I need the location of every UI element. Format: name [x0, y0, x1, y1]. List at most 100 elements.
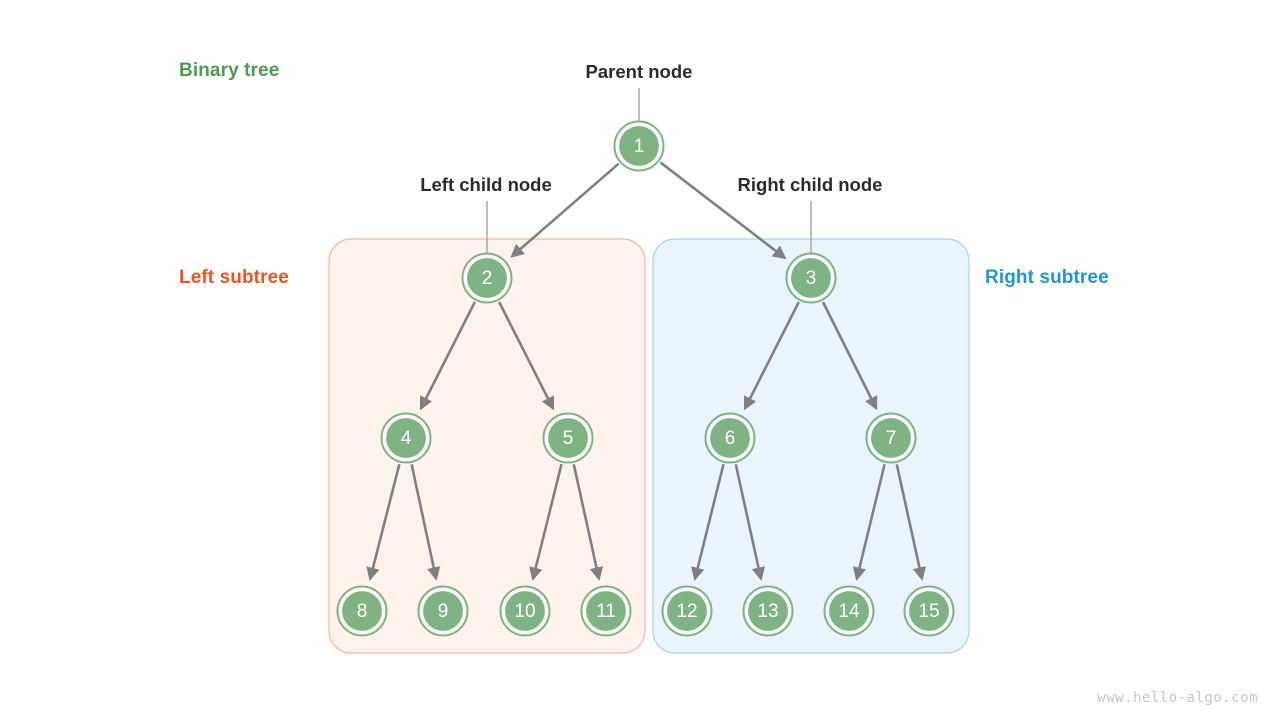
node-gap-ring [420, 588, 466, 634]
node-circle [791, 258, 831, 298]
tree-node-6[interactable]: 6 [704, 412, 756, 464]
node-label: 14 [838, 601, 860, 622]
tree-edge-6-13 [734, 464, 766, 581]
node-gap-ring [583, 588, 629, 634]
node-circle [909, 591, 949, 631]
node-circle [829, 591, 869, 631]
node-gap-ring [906, 588, 952, 634]
tree-edge-5-11 [572, 464, 604, 581]
node-outer-ring [865, 412, 917, 464]
tree-edge-1-2 [510, 162, 620, 258]
tree-node-3[interactable]: 3 [785, 252, 837, 304]
node-circle [586, 591, 626, 631]
tree-edge-7-14 [852, 463, 886, 581]
watermark: www.hello-algo.com [1097, 690, 1258, 706]
node-outer-ring [823, 585, 875, 637]
node-label: 4 [401, 428, 412, 449]
tree-node-12[interactable]: 12 [661, 585, 713, 637]
tree-node-2[interactable]: 2 [461, 252, 513, 304]
node-label: 2 [482, 268, 493, 289]
node-label: 8 [357, 601, 368, 622]
node-circle [467, 258, 507, 298]
tree-node-1[interactable]: 1 [613, 120, 665, 172]
node-outer-ring [903, 585, 955, 637]
right-subtree-label: Right subtree [985, 267, 1109, 288]
tree-edge-4-8 [366, 463, 401, 582]
node-circle [342, 591, 382, 631]
node-outer-ring [580, 585, 632, 637]
tree-edge-2-5 [498, 301, 555, 411]
node-gap-ring [545, 415, 591, 461]
node-gap-ring [745, 588, 791, 634]
node-gap-ring [339, 588, 385, 634]
tree-edge-3-6 [743, 301, 800, 411]
node-circle [748, 591, 788, 631]
tree-node-10[interactable]: 10 [499, 585, 551, 637]
node-outer-ring [785, 252, 837, 304]
node-circle [423, 591, 463, 631]
node-label: 5 [563, 428, 574, 449]
tree-node-4[interactable]: 4 [380, 412, 432, 464]
node-label: 15 [918, 601, 939, 622]
node-outer-ring [704, 412, 756, 464]
tree-node-8[interactable]: 8 [336, 585, 388, 637]
tree-edge-6-12 [691, 463, 725, 582]
tree-node-14[interactable]: 14 [823, 585, 875, 637]
node-outer-ring [461, 252, 513, 304]
node-label: 7 [886, 428, 897, 449]
tree-node-7[interactable]: 7 [865, 412, 917, 464]
node-outer-ring [499, 585, 551, 637]
tree-node-9[interactable]: 9 [417, 585, 469, 637]
node-label: 3 [806, 268, 817, 289]
left-child-node-callout: Left child node [420, 174, 552, 195]
tree-edge-1-3 [659, 161, 787, 260]
node-outer-ring [742, 585, 794, 637]
tree-edge-4-9 [410, 464, 441, 581]
node-circle [871, 418, 911, 458]
node-outer-ring [542, 412, 594, 464]
node-label: 10 [514, 601, 535, 622]
node-circle [386, 418, 426, 458]
tree-node-13[interactable]: 13 [742, 585, 794, 637]
tree-edge-3-7 [821, 301, 878, 411]
node-outer-ring [661, 585, 713, 637]
tree-node-11[interactable]: 11 [580, 585, 632, 637]
right-child-node-callout: Right child node [738, 174, 883, 195]
node-circle [505, 591, 545, 631]
node-gap-ring [868, 415, 914, 461]
node-outer-ring [380, 412, 432, 464]
node-label: 11 [596, 601, 616, 622]
subtree-panels [328, 238, 970, 654]
binary-tree-title: Binary tree [179, 60, 280, 81]
parent-node-callout: Parent node [586, 61, 693, 82]
node-gap-ring [664, 588, 710, 634]
tree-edge-7-15 [895, 464, 927, 581]
tree-node-5[interactable]: 5 [542, 412, 594, 464]
tree-node-15[interactable]: 15 [903, 585, 955, 637]
left-subtree-label: Left subtree [179, 267, 289, 288]
node-circle [667, 591, 707, 631]
node-outer-ring [336, 585, 388, 637]
node-gap-ring [788, 255, 834, 301]
node-gap-ring [502, 588, 548, 634]
node-circle [548, 418, 588, 458]
node-label: 12 [676, 601, 697, 622]
node-outer-ring [417, 585, 469, 637]
node-gap-ring [826, 588, 872, 634]
node-outer-ring [613, 120, 665, 172]
node-circle [710, 418, 750, 458]
tree-edge-2-4 [419, 301, 476, 411]
node-label: 13 [757, 601, 778, 622]
node-gap-ring [707, 415, 753, 461]
tree-edge-5-10 [529, 463, 563, 582]
node-label: 6 [725, 428, 736, 449]
node-circle [619, 126, 659, 166]
node-label: 9 [438, 601, 449, 622]
node-gap-ring [464, 255, 510, 301]
node-gap-ring [616, 123, 662, 169]
tree-edges [366, 161, 927, 582]
